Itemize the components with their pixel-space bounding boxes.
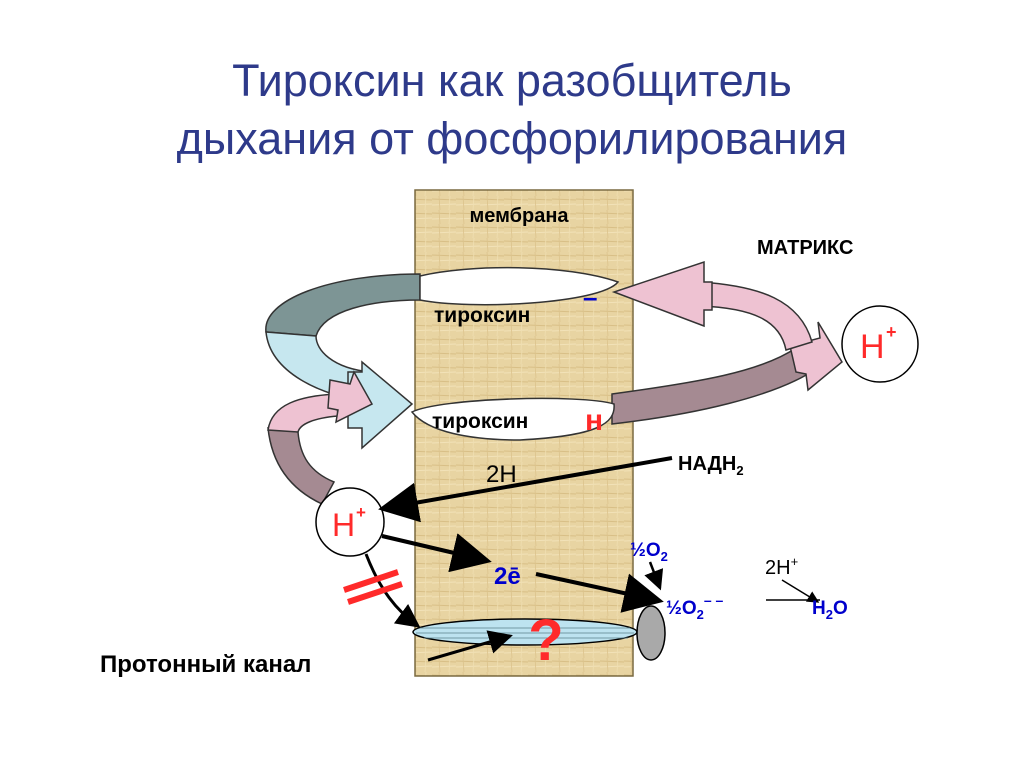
proton-right-label: Н (860, 328, 885, 366)
arc-left-mauve (267, 427, 336, 505)
proton-right-charge: + (886, 322, 897, 342)
arc-upper-left-slate (265, 273, 421, 337)
atp-synthase-head (636, 605, 666, 661)
thyroxine-protonated-label: тироксин (432, 410, 528, 433)
question-mark: ? (528, 608, 563, 673)
proton-left-charge: + (356, 503, 366, 522)
arrow-proton-to-electrons (381, 533, 492, 573)
arrow-pink-right-head (789, 321, 843, 392)
arc-left-pink (267, 393, 339, 433)
arrow-pink-left-head (327, 370, 374, 424)
matrix-label: МАТРИКС (757, 237, 853, 259)
membrane-label: мембрана (469, 205, 569, 227)
proton-channel-label: Протонный канал (100, 651, 311, 678)
thyroxine-anion-label: тироксин (434, 304, 530, 327)
arrow-nadh-to-proton (378, 456, 673, 523)
arrow-electrons-to-oxygen (535, 572, 664, 613)
arc-right-mauve (611, 346, 809, 425)
proton-channel (412, 618, 638, 646)
electrons-label: 2ē (494, 563, 521, 590)
block-mark-1 (343, 569, 399, 593)
thyroxine-anion-charge: – (583, 282, 597, 312)
proton-left-label: Н (332, 507, 355, 543)
arrow-lightblue-head (347, 360, 414, 450)
title-line-2: дыхания от фосфорилирования (176, 113, 848, 164)
page-title: Тироксин как разобщитель дыхания от фосф… (0, 52, 1024, 168)
two-h-plus-label: 2Н+ (765, 554, 798, 579)
band-lower (410, 397, 615, 441)
arrow-label-to-channel (427, 630, 513, 662)
band-upper (419, 266, 620, 306)
arrow-half-oxygen-down (644, 561, 664, 591)
arrow-pink-upper-head (611, 260, 713, 328)
thyroxine-protonated-h: н (585, 404, 603, 437)
block-mark-2 (347, 581, 403, 605)
water-label: Н2О (812, 598, 848, 622)
half-oxygen-label: ½О2 (630, 540, 668, 564)
arrow-two-h-plus-down (781, 579, 820, 603)
title-line-1: Тироксин как разобщитель (232, 55, 792, 106)
reduced-oxygen-label: ½О2– – (666, 592, 724, 622)
nadh-label: НАДН2 (678, 453, 744, 478)
arc-pink-upper-right (699, 281, 813, 351)
hydrogen-2h-label: 2Н (486, 461, 517, 488)
proton-circle-right (841, 305, 919, 383)
arrow-proton-to-channel-blocked (364, 553, 421, 628)
